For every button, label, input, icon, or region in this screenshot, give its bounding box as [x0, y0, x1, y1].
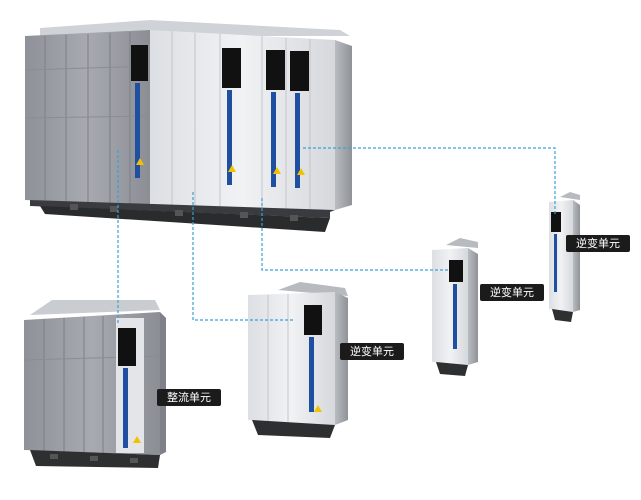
inverter-unit-1: [248, 282, 348, 438]
connector-inverter-2: [261, 198, 450, 271]
rectifier-unit: [23, 300, 166, 468]
top-cabinet-assembly: [24, 20, 352, 232]
label-rectifier: 整流单元: [157, 389, 221, 406]
label-inverter-2: 逆变单元: [480, 284, 544, 301]
connector-lines: [117, 147, 556, 325]
connector-inverter-1: [192, 192, 293, 321]
connector-inverter-3: [303, 147, 556, 215]
label-inverter-3: 逆变单元: [566, 235, 630, 252]
label-inverter-1: 逆变单元: [340, 343, 404, 360]
inverter-unit-3: [549, 192, 580, 322]
inverter-unit-2: [432, 238, 478, 376]
